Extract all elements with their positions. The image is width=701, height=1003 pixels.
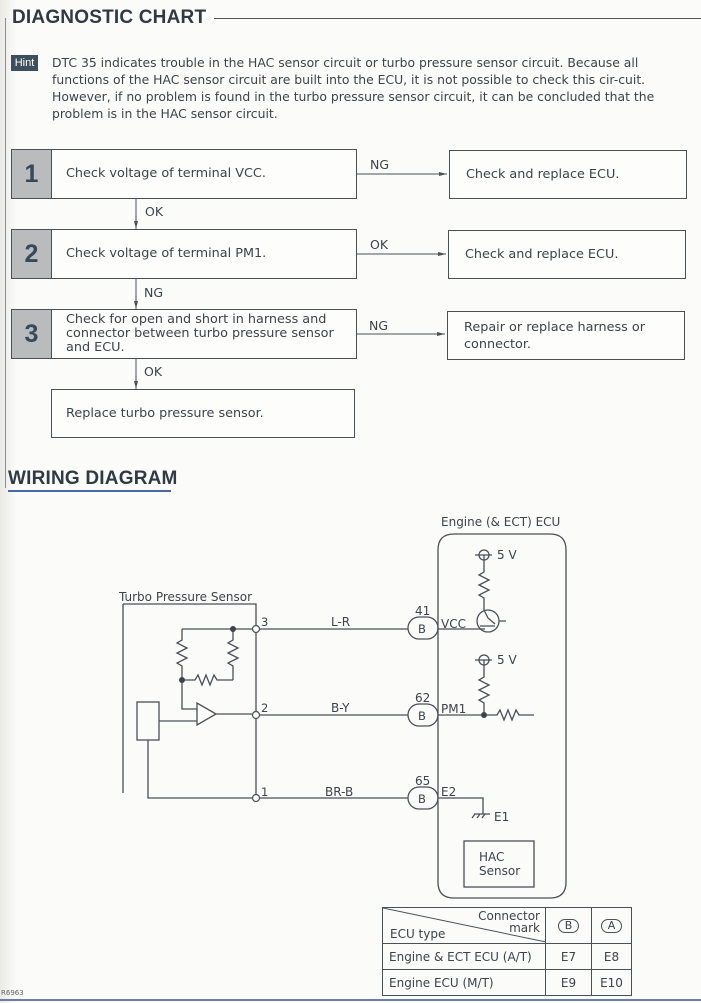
ecu-label: Engine (& ECT) ECU: [441, 515, 560, 529]
step-2-box: 2 Check voltage of terminal PM1.: [11, 229, 357, 279]
hac-label-2: Sensor: [479, 864, 520, 878]
step-3-down-label: OK: [144, 364, 163, 379]
header-mark: mark: [509, 921, 540, 935]
wiring-title-underline: [8, 490, 171, 492]
sensor-pin-2-label: 2: [261, 701, 268, 715]
col-header-b: B: [545, 907, 592, 944]
ecu-pin-62: 62: [415, 691, 430, 705]
step-1-text: Check voltage of terminal VCC.: [66, 166, 266, 181]
section-bracket: [5, 18, 6, 488]
connector-mark-2: B: [418, 709, 426, 723]
element-ground-wire: [147, 740, 252, 799]
step-3-result-text: Repair or replace harness or connector.: [464, 319, 646, 352]
wiring-diagram: Engine (& ECT) ECU Turbo Pressure Sensor…: [118, 515, 567, 899]
step-3-number: 3: [12, 310, 52, 358]
connector-mark-3: B: [418, 792, 426, 806]
junction-dot: [230, 626, 236, 632]
hac-sensor-box: [463, 840, 535, 888]
table-row: Engine ECU (M/T) E9 E10: [382, 969, 632, 996]
connector-a-cell: E10: [591, 969, 632, 996]
diagnostic-chart-title: DIAGNOSTIC CHART: [12, 7, 207, 28]
connector-b-cell: E9: [545, 969, 592, 996]
hint-text: DTC 35 indicates trouble in the HAC sens…: [52, 54, 692, 122]
ground-icon: [438, 797, 490, 819]
figure-code: R6963: [1, 989, 24, 997]
wire-color-b-y: B-Y: [331, 701, 350, 715]
wire-color-br-b: BR-B: [325, 785, 353, 799]
amplifier-icon: [196, 701, 218, 727]
step-1-branch-label: NG: [370, 157, 390, 172]
pm1-pullup: [475, 659, 492, 715]
amp-feedback-wire: [181, 680, 197, 710]
flow-connectors: [134, 172, 447, 389]
connector-table: Connector mark ECU type B A Engine & ECT…: [382, 907, 632, 996]
hac-label-1: HAC: [479, 850, 504, 864]
terminal-e2: E2: [441, 785, 456, 799]
vcc-pullup: [475, 554, 492, 610]
header-connector: Connector: [478, 909, 540, 923]
ecu-housing: [437, 533, 567, 899]
final-result-text: Replace turbo pressure sensor.: [66, 405, 264, 421]
sensor-pin-3-label: 3: [261, 615, 268, 629]
supply-5v-icon-2: [478, 654, 490, 666]
connector-b-cell: E7: [545, 943, 592, 970]
step-1-down-label: OK: [145, 204, 164, 219]
step-3-text: Check for open and short in harness and …: [66, 312, 334, 355]
step-1-number: 1: [12, 150, 52, 198]
col-header-a: A: [591, 907, 632, 944]
connector-a-cell: E8: [591, 943, 632, 970]
step-2-result-text: Check and replace ECU.: [465, 246, 619, 262]
sensor-pin-1-label: 1: [261, 785, 268, 799]
step-3-branch-label: NG: [369, 318, 389, 333]
resistor-network: [175, 628, 240, 687]
table-row: Engine & ECT ECU (A/T) E7 E8: [382, 943, 632, 970]
terminal-vcc: VCC: [441, 617, 466, 631]
sensor-housing: [122, 603, 257, 800]
footer-rule: [0, 999, 701, 1001]
supply-5v-icon-1: [478, 549, 490, 561]
table-header-row: Connector mark ECU type B A: [382, 907, 632, 944]
ecu-type-cell: Engine ECU (M/T): [382, 969, 546, 996]
sensor-label: Turbo Pressure Sensor: [118, 590, 252, 604]
pm1-wire: [438, 708, 534, 722]
sensor-pin-1: [251, 793, 261, 803]
transistor-icon: [476, 609, 500, 633]
step-2-result-box: Check and replace ECU.: [448, 230, 686, 279]
ground-label-e1: E1: [494, 810, 509, 824]
ecu-pin-65: 65: [415, 774, 430, 788]
step-1-result-text: Check and replace ECU.: [466, 166, 620, 182]
step-2-text: Check voltage of terminal PM1.: [66, 246, 267, 261]
final-result-box: Replace turbo pressure sensor.: [51, 389, 355, 438]
header-ecu-type: ECU type: [390, 927, 446, 941]
step-3-result-box: Repair or replace harness or connector.: [447, 311, 685, 360]
supply-label-1: 5 V: [497, 548, 517, 562]
transistor-leads: [480, 609, 506, 627]
wiring-diagram-title: WIRING DIAGRAM: [8, 468, 178, 489]
junction-dot: [179, 677, 185, 683]
step-2-branch-label: OK: [370, 237, 389, 252]
step-1-result-box: Check and replace ECU.: [449, 150, 687, 199]
hint-paragraph-1: DTC 35 indicates trouble in the HAC sens…: [52, 55, 646, 87]
sensor-pin-3: [251, 624, 261, 634]
ecu-pin-41: 41: [415, 604, 430, 618]
hint-badge: Hint: [11, 55, 38, 71]
step-2-down-label: NG: [144, 285, 164, 300]
connector-mark-1: B: [418, 622, 426, 636]
supply-label-2: 5 V: [497, 653, 517, 667]
junction-dot: [481, 712, 487, 718]
title-rule: [214, 18, 701, 19]
wire-color-l-r: L-R: [331, 615, 350, 629]
harness-wires: [260, 628, 408, 799]
pressure-element: [136, 701, 160, 741]
connector-b-41: [407, 616, 439, 640]
step-1-box: 1 Check voltage of terminal VCC.: [11, 149, 357, 199]
terminal-pm1: PM1: [441, 702, 466, 716]
step-3-box: 3 Check for open and short in harness an…: [11, 309, 357, 359]
step-2-number: 2: [12, 230, 52, 278]
hint-paragraph-2: However, if no problem is found in the t…: [52, 89, 655, 121]
table-diagonal-header: Connector mark ECU type: [382, 907, 546, 944]
header-diagonal-line: [383, 908, 546, 943]
ecu-type-cell: Engine & ECT ECU (A/T): [382, 943, 546, 970]
sensor-pin-2: [251, 710, 261, 720]
